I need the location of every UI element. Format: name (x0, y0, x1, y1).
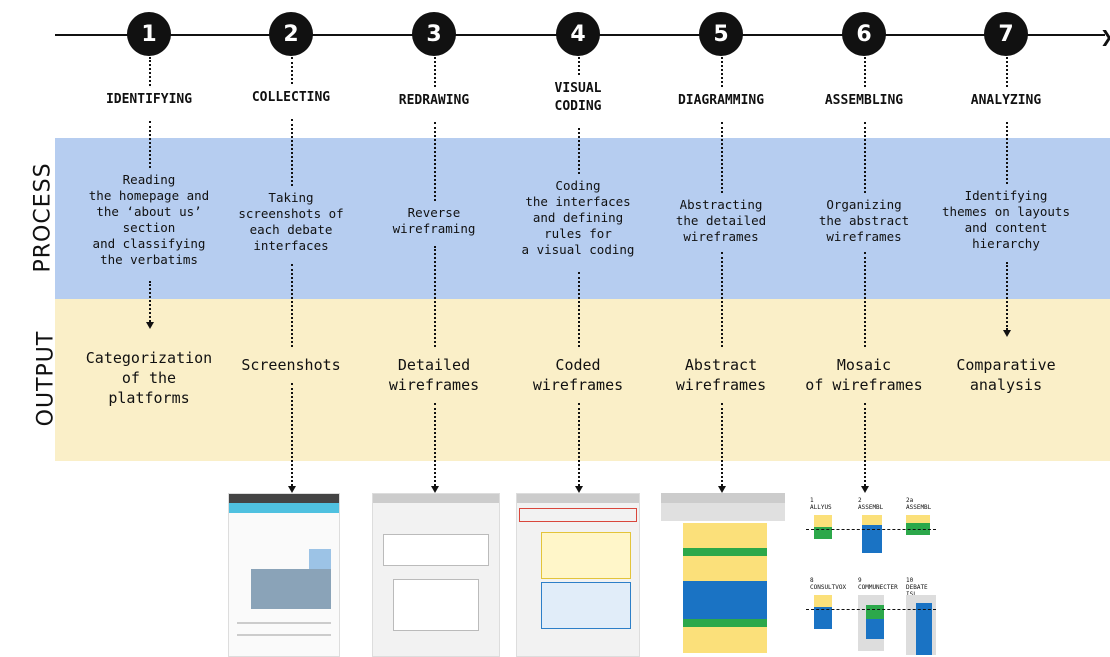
step-number-circle: 2 (269, 12, 313, 56)
step-title: DIAGRAMMING (677, 93, 765, 108)
process-description: Abstracting the detailed wireframes (675, 197, 767, 244)
process-row-label: PROCESS (30, 162, 56, 273)
connector-line (434, 246, 436, 347)
arrow-down-icon (575, 486, 583, 493)
connector-line (721, 403, 723, 486)
process-description: Reading the homepage and the ‘about us’ … (88, 172, 210, 267)
step-number-circle: 5 (699, 12, 743, 56)
process-description: Organizing the abstract wireframes (818, 197, 910, 244)
arrow-down-icon (718, 486, 726, 493)
connector-line (149, 57, 151, 86)
connector-line (1006, 262, 1008, 330)
step-number-circle: 3 (412, 12, 456, 56)
arrow-down-icon (861, 486, 869, 493)
connector-line (1006, 122, 1008, 184)
connector-line (434, 403, 436, 486)
connector-line (578, 403, 580, 486)
process-description: Taking screenshots of each debate interf… (238, 190, 344, 253)
step-number-circle: 4 (556, 12, 600, 56)
process-description: Reverse wireframing (392, 205, 476, 236)
step-title: ASSEMBLING (824, 93, 904, 108)
connector-line (149, 121, 151, 168)
output-band (55, 299, 1110, 461)
connector-line (578, 128, 580, 174)
connector-line (291, 119, 293, 186)
output-description: Screenshots (241, 356, 341, 374)
connector-line (1006, 57, 1008, 87)
step-title: IDENTIFYING (105, 92, 193, 107)
timeline-arrow-icon: ❯ (1100, 27, 1110, 46)
connector-line (291, 57, 293, 84)
abstract-wireframe-thumbnail (661, 493, 785, 655)
step-number-circle: 1 (127, 12, 171, 56)
detailed-wireframe-thumbnail (372, 493, 500, 657)
screenshot-thumbnail (228, 493, 340, 657)
connector-line (721, 122, 723, 193)
connector-line (578, 272, 580, 347)
step-title: REDRAWING (398, 93, 470, 108)
connector-line (149, 281, 151, 322)
step-title: ANALYZING (970, 93, 1042, 108)
connector-line (434, 122, 436, 201)
arrow-down-icon (288, 486, 296, 493)
process-description: Identifying themes on layouts and conten… (942, 188, 1070, 251)
process-band (55, 138, 1110, 299)
output-description: Abstract wireframes (675, 356, 767, 394)
coded-wireframe-thumbnail (516, 493, 640, 657)
output-description: Comparative analysis (956, 356, 1056, 394)
connector-line (721, 252, 723, 347)
process-description: Coding the interfaces and defining rules… (521, 178, 635, 257)
output-description: Detailed wireframes (388, 356, 480, 394)
connector-line (291, 383, 293, 486)
step-title: VISUAL CODING (554, 81, 602, 114)
step-number-circle: 6 (842, 12, 886, 56)
step-title: COLLECTING (251, 90, 331, 105)
output-description: Categorization of the platforms (85, 349, 213, 407)
connector-line (291, 264, 293, 347)
connector-line (864, 57, 866, 87)
arrow-down-icon (146, 322, 154, 329)
output-row-label: OUTPUT (33, 330, 59, 427)
arrow-down-icon (431, 486, 439, 493)
connector-line (721, 57, 723, 87)
connector-line (864, 403, 866, 486)
step-number-circle: 7 (984, 12, 1028, 56)
connector-line (578, 57, 580, 75)
output-description: Coded wireframes (532, 356, 624, 394)
output-description: Mosaic of wireframes (805, 356, 923, 394)
connector-line (864, 252, 866, 347)
arrow-down-icon (1003, 330, 1011, 337)
connector-line (434, 57, 436, 87)
connector-line (864, 122, 866, 193)
